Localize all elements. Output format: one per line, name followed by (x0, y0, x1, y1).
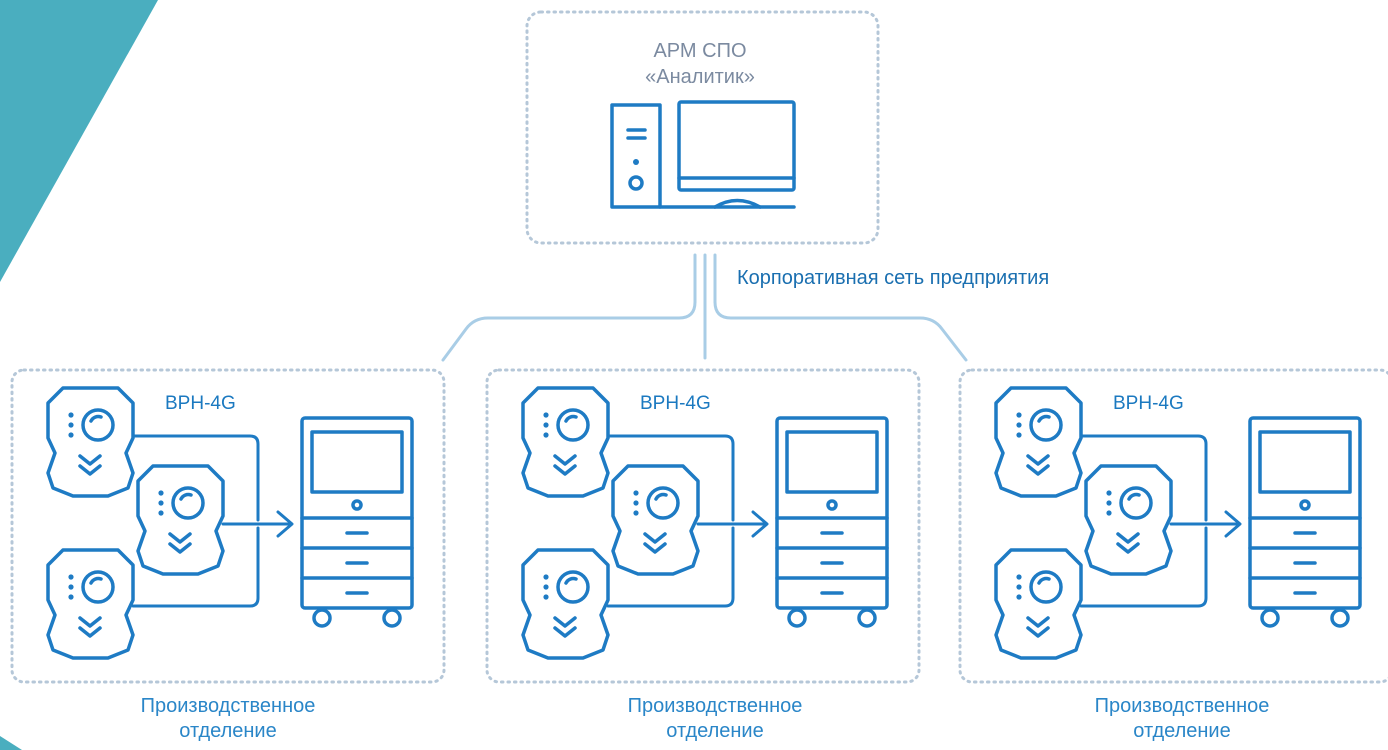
network-label: Корпоративная сеть предприятия (737, 267, 1050, 289)
department-group-2 (487, 370, 919, 682)
camera-label-2: ВРН-4G (640, 393, 711, 414)
network-links (441, 253, 968, 362)
server-group-frame (525, 10, 880, 245)
server-title-line2: «Аналитик» (645, 66, 755, 88)
department-group-1 (12, 370, 444, 682)
teal-corner-bottom-decoration (0, 736, 22, 750)
department-label-3-line1: Производственное (1094, 695, 1270, 717)
department-label-2: Производственное отделение (565, 694, 865, 744)
frame-gap (520, 684, 880, 692)
camera-label-3: ВРН-4G (1113, 393, 1184, 414)
camera-label-1: ВРН-4G (165, 393, 236, 414)
department-label-3: Производственное отделение (1032, 694, 1332, 744)
department-label-1-line1: Производственное (140, 695, 316, 717)
department-label-3-line2: отделение (1133, 720, 1231, 742)
department-group-3 (960, 370, 1388, 682)
server-title-line1: АРМ СПО (653, 40, 747, 62)
workstation-icon (610, 100, 796, 209)
department-label-1: Производственное отделение (78, 694, 378, 744)
department-label-1-line2: отделение (179, 720, 277, 742)
department-label-2-line1: Производственное (627, 695, 803, 717)
department-label-2-line2: отделение (666, 720, 764, 742)
server-title: АРМ СПО «Аналитик» (560, 38, 840, 90)
teal-corner-decoration (0, 0, 158, 282)
